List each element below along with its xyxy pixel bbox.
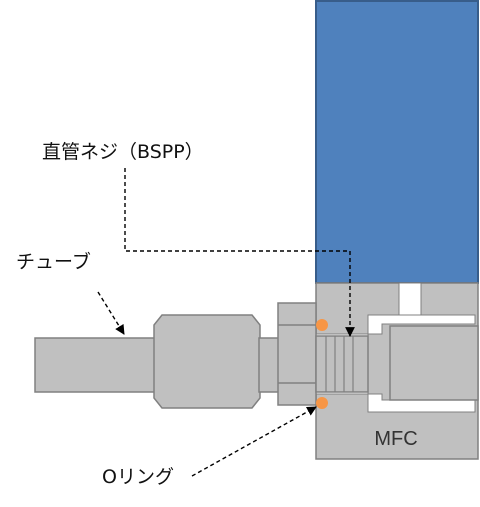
oring-leader — [191, 406, 317, 477]
tube — [34, 337, 158, 393]
mfc-channel-top-notch — [398, 282, 422, 316]
mfc-channel-lower — [367, 393, 476, 413]
mfc-upper-body — [315, 0, 479, 284]
bspp-leader — [124, 168, 355, 337]
oring-label: Oリング — [102, 466, 174, 488]
fitting-hex-body — [277, 302, 317, 406]
mfc-channel-upper — [367, 314, 476, 335]
o-ring-bottom — [316, 397, 328, 409]
bspp-thread — [315, 335, 369, 393]
fitting-nut — [153, 314, 261, 409]
tube-leader — [97, 291, 125, 335]
fitting-neck — [258, 337, 280, 393]
o-ring-top — [316, 319, 328, 331]
mfc-inner-sensor-block — [389, 325, 479, 401]
mfc-label: MFC — [374, 428, 417, 450]
bspp-label: 直管ネジ（BSPP） — [42, 141, 204, 163]
tube-label: チューブ — [16, 250, 91, 273]
